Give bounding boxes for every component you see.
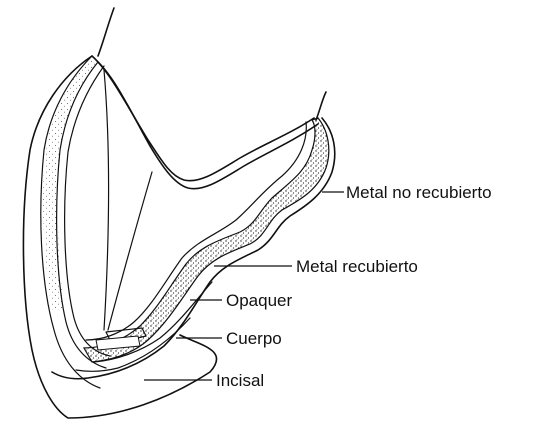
prep-top-outer xyxy=(92,56,314,181)
facial-layer-line-3 xyxy=(65,66,110,356)
label-metal-no-recubierto: Metal no recubierto xyxy=(346,183,492,202)
prep-neck-line-right xyxy=(316,92,326,120)
prep-lingual-wall xyxy=(108,172,152,330)
label-opaquer: Opaquer xyxy=(226,291,292,310)
label-incisal: Incisal xyxy=(216,371,264,390)
prep-top-inner xyxy=(98,62,318,189)
facial-porcelain-layer xyxy=(43,56,98,310)
prep-facial-wall xyxy=(104,70,109,330)
label-cuerpo: Cuerpo xyxy=(226,329,282,348)
label-metal-recubierto: Metal recubierto xyxy=(296,257,418,276)
prep-neck-line-left xyxy=(98,8,114,56)
metal-coping-band xyxy=(84,118,329,362)
